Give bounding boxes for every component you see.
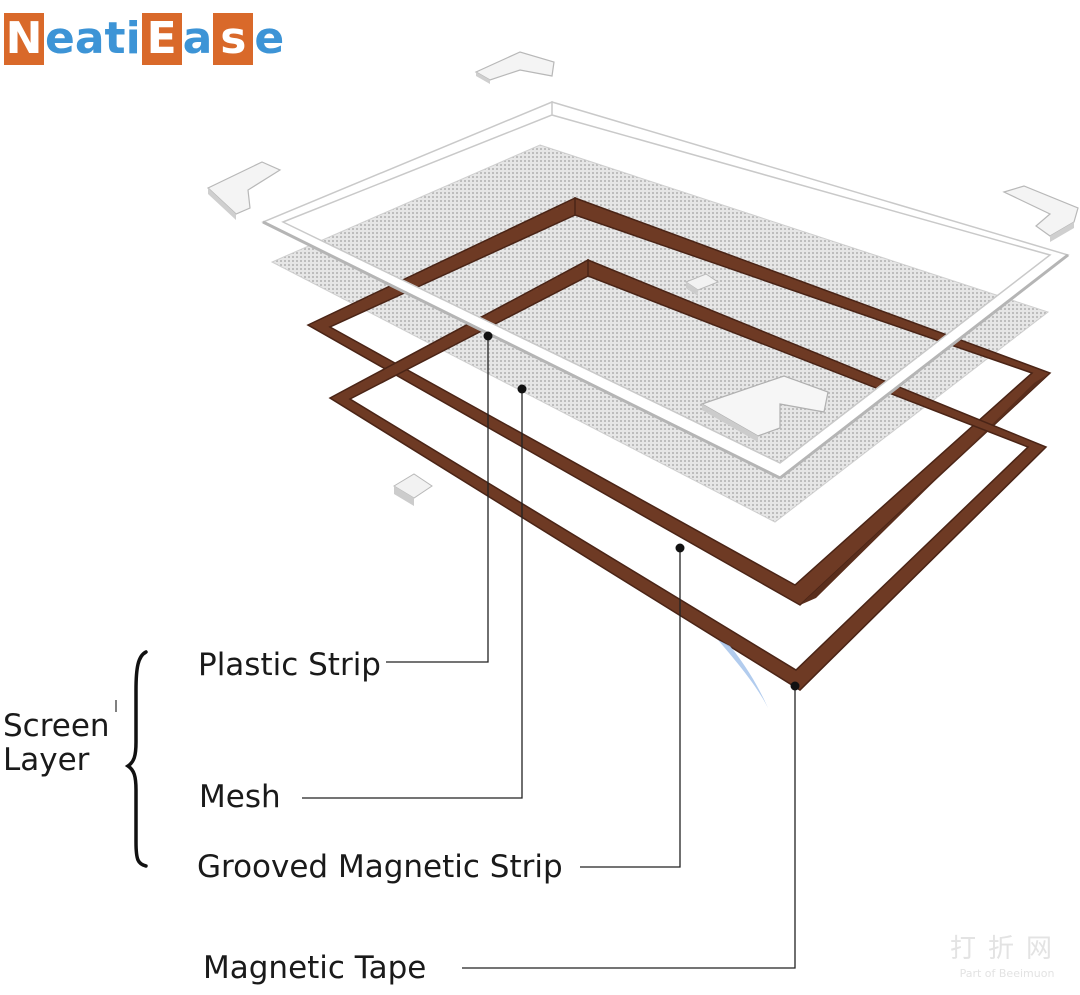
label-grooved-magnetic-strip: Grooved Magnetic Strip <box>197 849 563 885</box>
mesh-sheet <box>270 144 1050 523</box>
mount-block-lower <box>393 473 433 506</box>
logo-part-0: N <box>4 13 44 65</box>
label-mesh: Mesh <box>199 779 281 815</box>
label-plastic-strip: Plastic Strip <box>198 647 381 683</box>
label-screen-layer-line1: Screen <box>3 708 110 744</box>
mount-block-small <box>684 273 720 296</box>
watermark-main: 打折网 <box>949 934 1064 964</box>
logo-part-2: E <box>141 13 182 65</box>
corner-connector-left <box>206 161 282 220</box>
plastic-strip-edge-shade <box>262 220 781 480</box>
leader-grooved-magnetic-strip <box>580 543 685 868</box>
logo-part-1: eati <box>45 13 141 64</box>
leader-magnetic-tape <box>462 681 800 969</box>
screen-layer-brace <box>124 650 148 868</box>
label-magnetic-tape: Magnetic Tape <box>203 950 427 986</box>
corner-connector-center <box>700 375 829 442</box>
leader-mesh <box>302 384 527 799</box>
watermark: 打折网 Part of Beeimuon <box>942 928 1072 980</box>
watermark-sub: Part of Beeimuon <box>959 967 1055 980</box>
corner-connector-top <box>474 51 555 84</box>
logo-part-4: s <box>213 13 254 65</box>
label-screen-layer-line2: Layer <box>3 742 90 778</box>
logo-part-5: e <box>254 13 285 64</box>
corner-connector-right <box>1002 185 1079 242</box>
plastic-strip-edge-shade-right <box>779 253 1069 480</box>
logo-part-3: a <box>182 13 213 64</box>
leader-plastic-strip <box>386 331 493 663</box>
